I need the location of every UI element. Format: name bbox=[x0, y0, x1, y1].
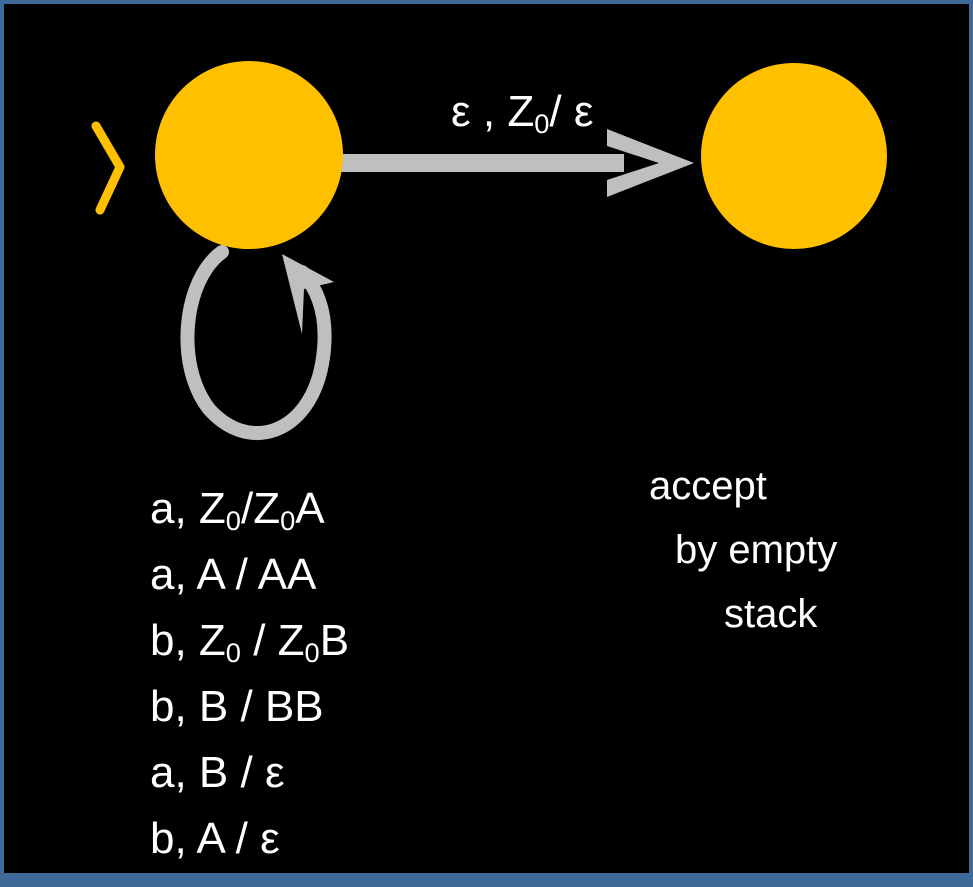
loop-transition-list: a, Z0/Z0A a, A / AA b, Z0 / Z0B b, B / B… bbox=[150, 476, 349, 872]
loop-transition: a, Z0/Z0A bbox=[150, 484, 325, 536]
acceptance-note-line-3: stack bbox=[724, 592, 818, 636]
automaton-graphic bbox=[91, 61, 887, 441]
diagram-canvas: ε , Z0/ ε a, Z0/Z0A a, A / AA b, Z0 / Z0… bbox=[4, 4, 969, 873]
edge-stack-top: Z bbox=[507, 87, 535, 136]
self-loop-arrowhead bbox=[282, 254, 334, 334]
state-start bbox=[155, 61, 343, 249]
loop-transition: a, A / AA bbox=[150, 550, 317, 599]
edge-push: / ε bbox=[549, 87, 594, 136]
loop-transition: b, Z0 / Z0B bbox=[150, 616, 350, 668]
edge-separator: , bbox=[470, 87, 508, 136]
loop-transition: b, A / ε bbox=[150, 814, 280, 863]
loop-transition: a, B / ε bbox=[150, 748, 285, 797]
transition-label: ε , Z0/ ε bbox=[451, 86, 593, 138]
transition-arrowhead bbox=[607, 129, 694, 197]
edge-input-symbol: ε bbox=[451, 87, 471, 136]
loop-transition: b, B / BB bbox=[150, 682, 324, 731]
edge-stack-top-subscript: 0 bbox=[534, 107, 550, 139]
transition-arrow-shaft bbox=[339, 154, 624, 172]
acceptance-note-line-2: by empty bbox=[675, 528, 838, 572]
acceptance-note-line-1: accept bbox=[649, 464, 767, 508]
self-loop-arrow bbox=[180, 245, 332, 441]
start-marker-icon bbox=[91, 121, 125, 215]
state-final bbox=[701, 63, 887, 249]
